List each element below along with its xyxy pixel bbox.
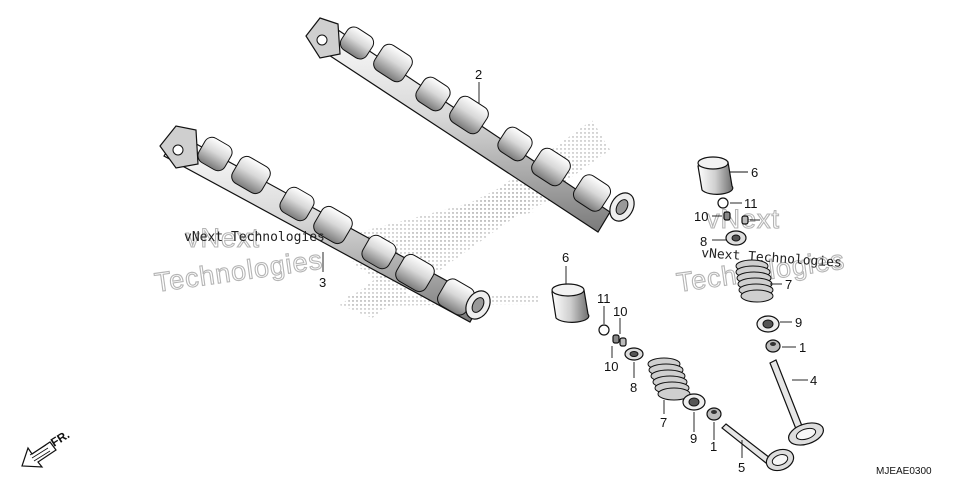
callout-1-lower: 1 [710,439,717,454]
callout-10-lower-bottom: 10 [604,359,618,374]
valve-seal-lower [706,407,722,421]
callout-3: 3 [319,275,326,290]
callout-11-lower: 11 [597,291,611,306]
camshaft-exhaust [305,17,635,233]
leader-lines [322,82,808,458]
valve-exhaust [769,359,824,446]
callout-10-lower-top: 10 [613,304,627,319]
valve-intake [721,423,795,472]
callout-6-lower: 6 [562,250,569,265]
callout-11-upper: 11 [744,196,758,211]
callout-6-upper: 6 [751,165,758,180]
callout-10-upper-left: 10 [694,209,708,224]
cotters-upper [723,211,749,225]
callout-7-lower: 7 [660,415,667,430]
front-arrow: FR. [21,427,72,468]
callout-8-lower: 8 [630,380,637,395]
spring-seat-upper [756,315,780,333]
retainer-upper [725,230,747,246]
tappet-lower [551,283,590,323]
diagram-code: MJEAE0300 [876,466,932,477]
spring-lower [647,357,691,401]
callout-8-upper: 8 [700,234,707,249]
watermark-company-left: vNext Technologies [184,230,325,245]
callout-9-upper: 9 [795,315,802,330]
callout-2: 2 [475,67,482,82]
watermark-word-left-1: vNext [186,223,260,253]
callout-4: 4 [810,373,817,388]
valve-train-upper [697,156,824,446]
tappet-upper [697,156,734,195]
cotters-lower [612,334,627,347]
arrow-icon [21,441,57,468]
spring-upper [735,259,774,303]
callout-numbers: 2 3 6 11 10 10 8 7 9 1 5 6 11 10 8 7 9 1… [319,67,817,475]
retainer-lower [624,347,644,361]
shim-upper [717,197,729,209]
spring-seat-lower [682,393,706,411]
callout-5: 5 [738,460,745,475]
callout-1-upper: 1 [799,340,806,355]
callout-7-upper: 7 [785,277,792,292]
valve-train-lower [551,283,795,472]
callout-9-lower: 9 [690,431,697,446]
camshaft-intake [159,125,491,323]
shim-lower [598,324,610,336]
valve-seal-upper [765,339,781,353]
